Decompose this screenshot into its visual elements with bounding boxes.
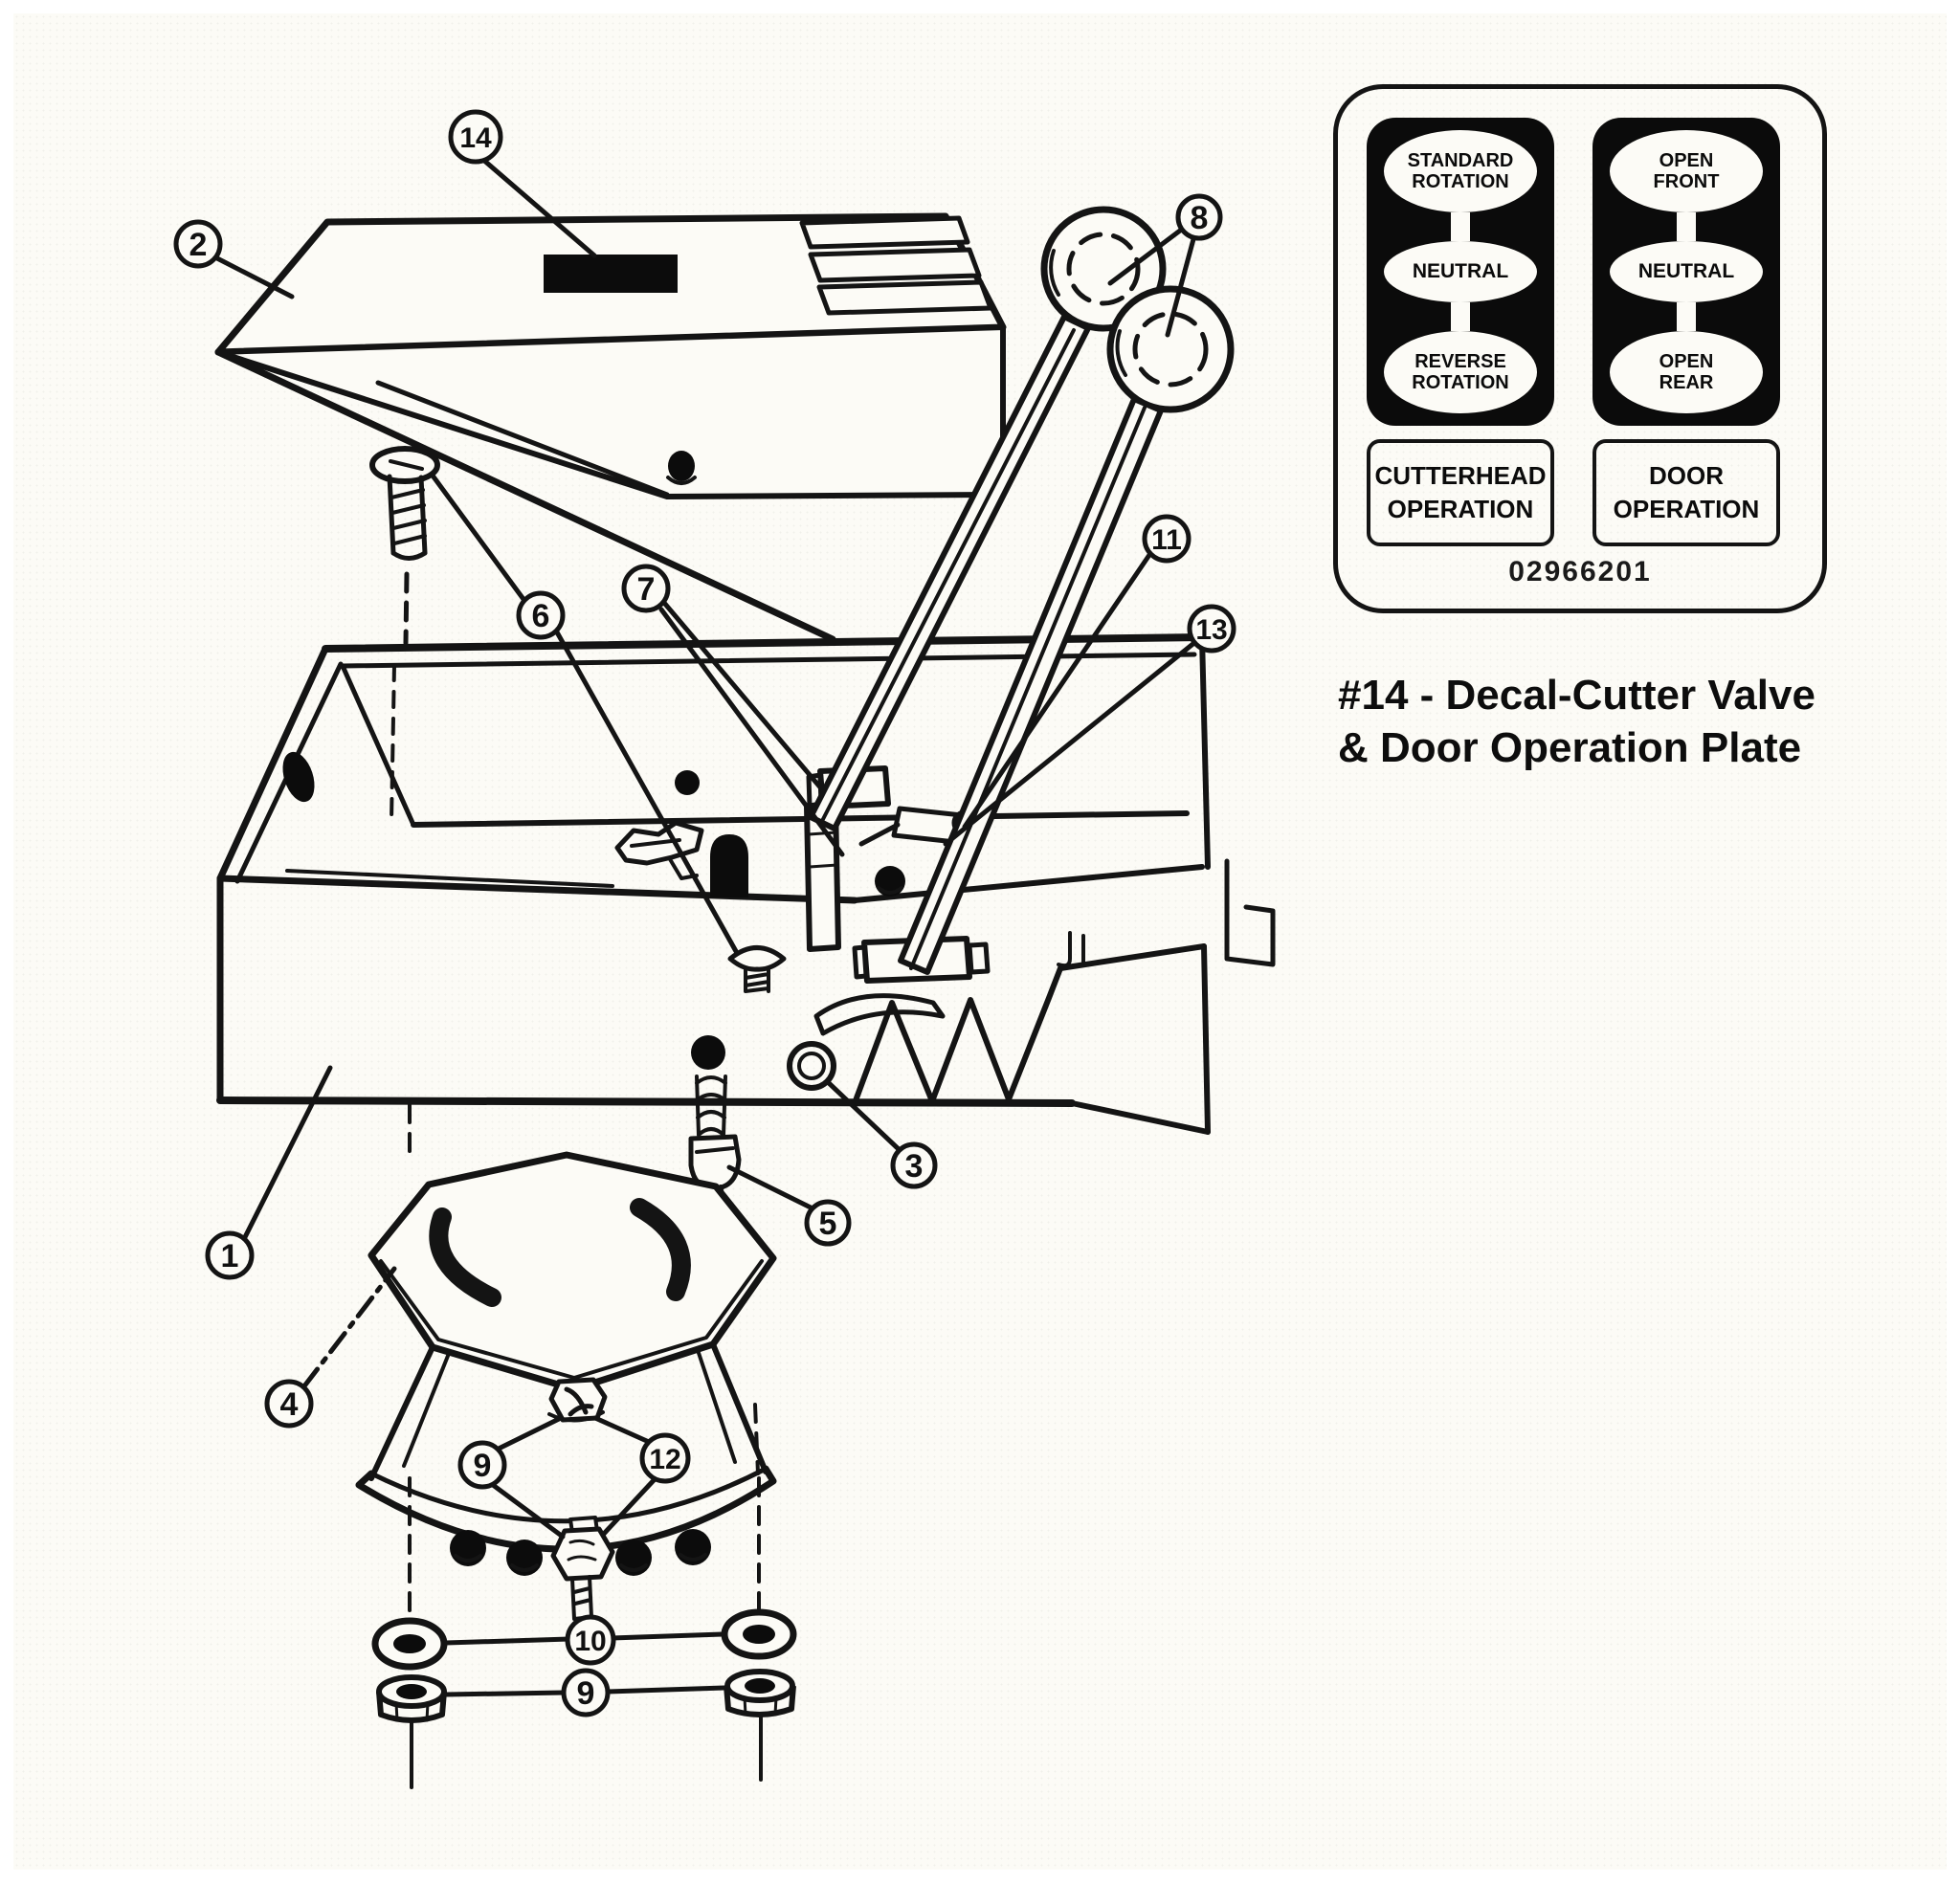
svg-text:12: 12 <box>649 1444 680 1475</box>
washer-left <box>371 1617 448 1671</box>
cover-plate <box>214 212 1007 643</box>
callout-9-upper: 9 <box>457 1440 507 1490</box>
callout-3: 3 <box>890 1141 938 1189</box>
callout-2: 2 <box>173 219 223 269</box>
leader-lines <box>212 157 1198 1697</box>
callout-7: 7 <box>621 564 671 613</box>
svg-text:11: 11 <box>1151 524 1182 556</box>
decal-stem <box>1677 302 1696 331</box>
svg-text:6: 6 <box>532 598 550 634</box>
svg-text:5: 5 <box>819 1206 837 1242</box>
svg-text:4: 4 <box>280 1386 299 1423</box>
lever-knob-front <box>1106 285 1235 413</box>
door-decal: OPEN FRONT NEUTRAL OPEN REAR <box>1592 118 1780 426</box>
svg-text:2: 2 <box>189 227 208 263</box>
callout-9-lower: 9 <box>561 1668 611 1717</box>
standard-rotation-pill: STANDARD ROTATION <box>1384 130 1537 212</box>
svg-text:7: 7 <box>637 571 656 608</box>
caption-line-2: & Door Operation Plate <box>1338 723 1802 771</box>
callout-8: 8 <box>1175 193 1223 241</box>
callout-balloons: 2 14 8 6 7 11 13 3 5 1 4 9 12 10 9 <box>173 109 1236 1717</box>
svg-text:1: 1 <box>221 1238 239 1274</box>
caption-line-1: #14 - Decal-Cutter Valve <box>1338 672 1815 719</box>
decal-part-number: 02966201 <box>1508 556 1652 587</box>
cover-vent-slots <box>799 215 993 316</box>
svg-text:8: 8 <box>1191 200 1209 236</box>
figure-caption: #14 - Decal-Cutter Valve & Door Operatio… <box>1338 670 1874 774</box>
callout-5: 5 <box>804 1199 852 1247</box>
decal-stem <box>1451 302 1470 331</box>
decal-stem <box>1451 212 1470 241</box>
console-box <box>216 633 1276 1135</box>
callout-14: 14 <box>448 109 503 165</box>
cutterhead-decal: STANDARD ROTATION NEUTRAL REVERSE ROTATI… <box>1367 118 1554 426</box>
fastener-columns <box>371 1103 797 1789</box>
open-front-pill: OPEN FRONT <box>1610 130 1763 212</box>
skirt-holes <box>450 1529 711 1576</box>
callout-12: 12 <box>639 1432 691 1484</box>
washer-right <box>721 1608 797 1660</box>
cover-screw <box>369 446 440 823</box>
skirt-stud <box>550 1516 615 1621</box>
base-plate <box>355 1151 777 1621</box>
callout-6: 6 <box>516 590 566 640</box>
neutral-pill: NEUTRAL <box>1384 241 1537 302</box>
plate-slot-left <box>429 1207 501 1307</box>
callout-4: 4 <box>264 1379 314 1429</box>
svg-text:3: 3 <box>905 1148 924 1185</box>
door-decal-column: OPEN FRONT NEUTRAL OPEN REAR DOOR OPERAT… <box>1592 118 1780 546</box>
callout-11: 11 <box>1142 514 1192 564</box>
svg-text:14: 14 <box>459 122 492 154</box>
callout-1: 1 <box>205 1230 255 1280</box>
svg-text:10: 10 <box>574 1626 606 1657</box>
decal-detail-panel: STANDARD ROTATION NEUTRAL REVERSE ROTATI… <box>1333 84 1827 613</box>
plate-nut <box>547 1377 608 1423</box>
svg-text:9: 9 <box>577 1675 595 1712</box>
nut-left <box>376 1674 447 1723</box>
door-operation-label: DOOR OPERATION <box>1592 439 1780 546</box>
svg-text:9: 9 <box>474 1448 492 1484</box>
reverse-rotation-pill: REVERSE ROTATION <box>1384 331 1537 413</box>
decal-stem <box>1677 212 1696 241</box>
cutterhead-decal-column: STANDARD ROTATION NEUTRAL REVERSE ROTATI… <box>1367 118 1554 546</box>
rear-wall-hole <box>710 834 748 897</box>
svg-text:13: 13 <box>1195 614 1227 646</box>
nut-right <box>724 1669 796 1717</box>
open-rear-pill: OPEN REAR <box>1610 331 1763 413</box>
callout-10: 10 <box>565 1614 616 1666</box>
valve-assembly <box>688 765 991 1209</box>
cutterhead-operation-label: CUTTERHEAD OPERATION <box>1367 439 1554 546</box>
neutral-pill: NEUTRAL <box>1610 241 1763 302</box>
callout-13: 13 <box>1187 604 1236 654</box>
plate-slot-right <box>630 1198 691 1301</box>
decal-location <box>544 255 678 293</box>
